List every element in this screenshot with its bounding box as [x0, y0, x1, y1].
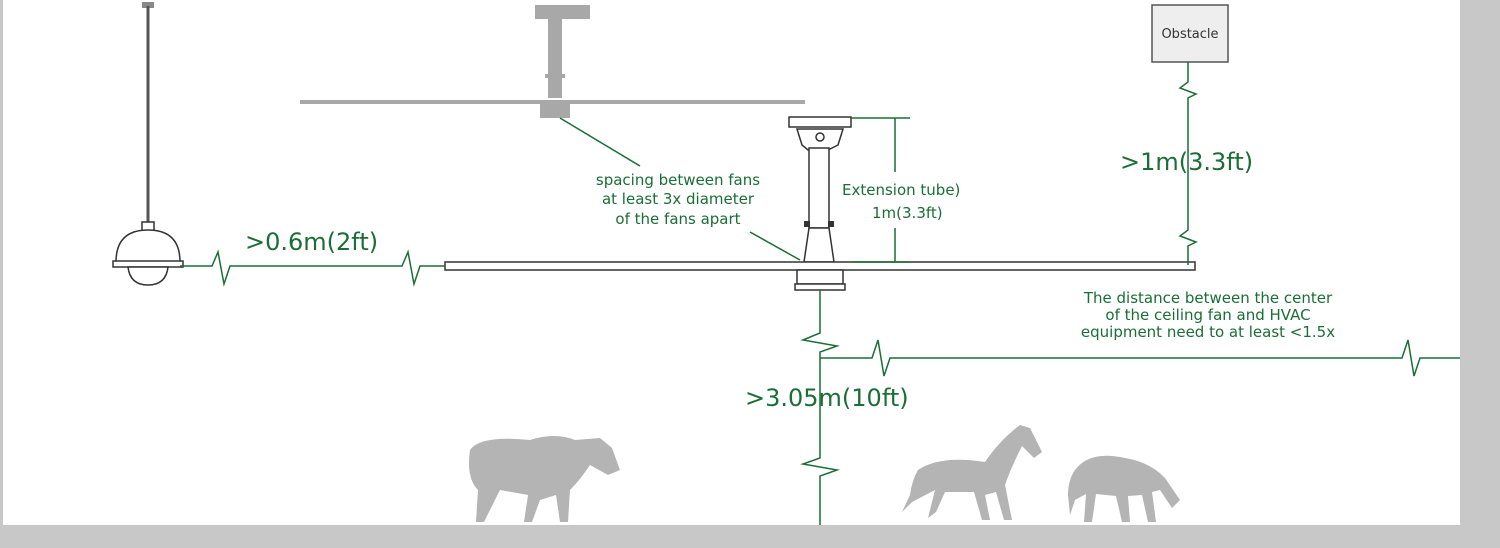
pendant-light [112, 2, 184, 286]
main-fan [444, 116, 1196, 291]
floor-clearance-label: >3.05m(10ft) [745, 384, 909, 412]
right-wall [1460, 0, 1500, 548]
extension-dimension-line [851, 117, 910, 263]
horse-silhouette [902, 425, 1042, 520]
neighbor-fan [300, 5, 805, 118]
obstacle-clearance-label: >1m(3.3ft) [1120, 148, 1253, 176]
extension-tube-title: Extension tube) [842, 181, 960, 199]
hvac-note-line: equipment need to at least <1.5x [1081, 323, 1335, 341]
obstacle-clearance-line [1178, 62, 1198, 265]
obstacle-label: Obstacle [1161, 27, 1218, 42]
spacing-note-line: of the fans apart [615, 210, 740, 228]
spacing-note: spacing between fans at least 3x diamete… [596, 171, 760, 228]
hvac-note-line: The distance between the center [1083, 289, 1333, 307]
hvac-distance-line [820, 339, 1460, 377]
spacing-leader-bottom [749, 231, 801, 261]
left-wall [0, 0, 3, 548]
cow-silhouette [469, 436, 620, 522]
light-clearance-label: >0.6m(2ft) [245, 228, 378, 256]
grazing-horse-silhouette [1068, 455, 1180, 522]
light-clearance-line [180, 249, 445, 287]
spacing-note-line: at least 3x diameter [602, 190, 755, 208]
spacing-leader-top [559, 117, 641, 167]
spacing-note-line: spacing between fans [596, 171, 760, 189]
floor-clearance-line [800, 290, 840, 525]
hvac-note-line: of the ceiling fan and HVAC [1105, 306, 1310, 324]
extension-tube-length: 1m(3.3ft) [872, 204, 943, 222]
floor [0, 525, 1500, 548]
hvac-note: The distance between the center of the c… [1081, 289, 1335, 341]
obstacle-box [1151, 4, 1229, 63]
